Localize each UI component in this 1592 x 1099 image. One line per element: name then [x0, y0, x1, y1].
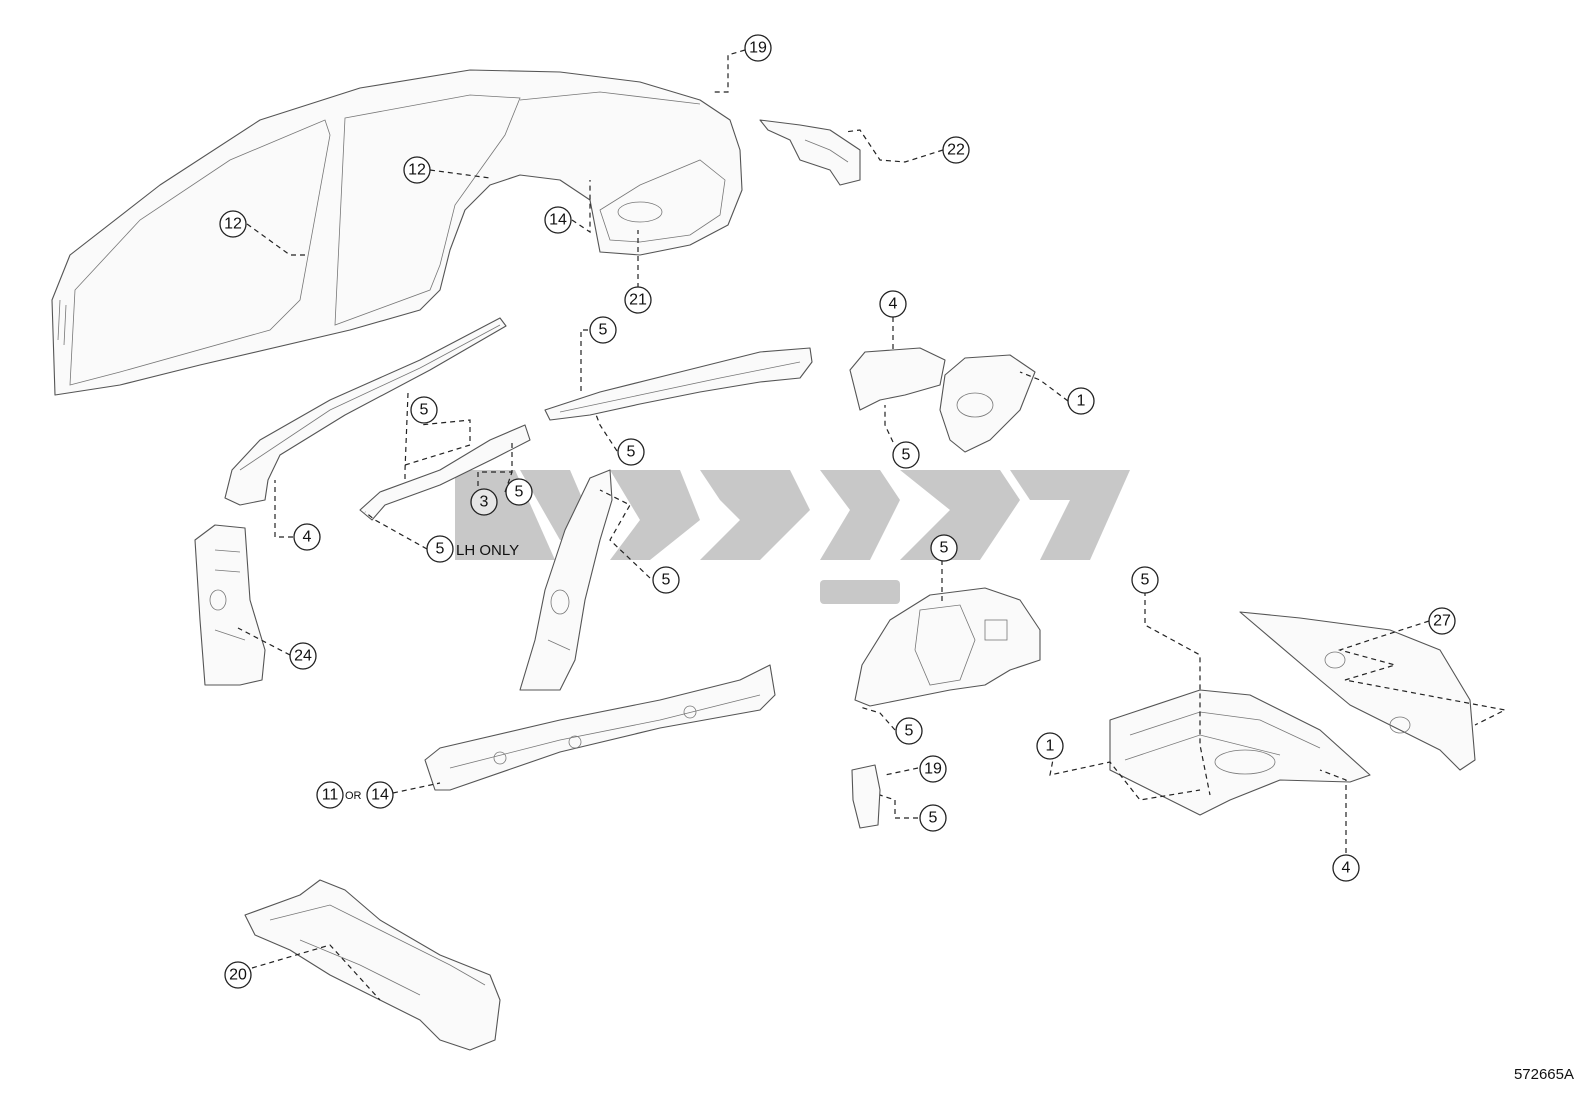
- callout-5-next-to-3: 5: [505, 478, 533, 506]
- or-note: OR: [345, 790, 362, 802]
- callout-5-roof-rear-bottom: 5: [617, 438, 645, 466]
- cowl-panel: [244, 879, 501, 1051]
- rocker-panel: [424, 664, 776, 791]
- package-tray-panel: [1239, 611, 1476, 771]
- callout-14-rocker: 14: [366, 781, 394, 809]
- callout-5-wheelhouse-top: 5: [930, 534, 958, 562]
- callout-label: 12: [224, 216, 242, 233]
- callout-label: 5: [1141, 572, 1150, 589]
- callout-label: 5: [436, 541, 445, 558]
- callout-19-bracket: 19: [919, 755, 947, 783]
- callout-label: 5: [902, 447, 911, 464]
- callout-label: 14: [371, 787, 389, 804]
- callout-label: 5: [515, 484, 524, 501]
- callout-label: 1: [1046, 738, 1055, 755]
- callout-5-lh-only: 5: [426, 535, 454, 563]
- callout-24: 24: [289, 642, 317, 670]
- callout-label: 4: [1342, 860, 1351, 877]
- callout-5-center-pillar: 5: [652, 566, 680, 594]
- small-bracket: [851, 764, 881, 829]
- callout-label: 14: [549, 212, 567, 229]
- callout-label: 5: [662, 572, 671, 589]
- rear-floor-panel: [1109, 689, 1371, 816]
- callout-label: 12: [408, 162, 426, 179]
- diagram-reference-code: 572665A: [1513, 1066, 1574, 1083]
- callout-1-floor: 1: [1036, 732, 1064, 760]
- quarter-inner-panel: [849, 347, 946, 411]
- callout-14-upper: 14: [544, 206, 572, 234]
- side-body-outer-panel: [51, 69, 743, 396]
- callout-label: 5: [940, 540, 949, 557]
- callout-label: 20: [229, 967, 247, 984]
- callout-4-quarter-top: 4: [879, 290, 907, 318]
- rear-wheelhouse-inner: [939, 354, 1036, 453]
- roof-rail-rear: [544, 347, 813, 421]
- callout-5-reinforcement: 5: [410, 396, 438, 424]
- center-pillar: [519, 469, 613, 691]
- callout-label: 3: [480, 494, 489, 511]
- callout-5-quarter-bottom: 5: [892, 441, 920, 469]
- lh-only-note: LH ONLY: [456, 542, 519, 559]
- callout-21: 21: [624, 286, 652, 314]
- roof-reinforcement-center: [359, 424, 531, 521]
- callout-4-roof-rail: 4: [293, 523, 321, 551]
- callout-label: 1: [1077, 393, 1086, 410]
- leader-lines: [237, 49, 1507, 1001]
- callout-12-upper: 12: [403, 156, 431, 184]
- callout-11: 11: [316, 781, 344, 809]
- callout-3: 3: [470, 488, 498, 516]
- callout-20: 20: [224, 961, 252, 989]
- callout-1-wheelhouse: 1: [1067, 387, 1095, 415]
- rear-wheelhouse-outer: [854, 587, 1041, 707]
- callout-label: 24: [294, 648, 312, 665]
- callout-label: 5: [599, 322, 608, 339]
- callout-5-bracket: 5: [919, 804, 947, 832]
- callout-label: 21: [629, 292, 647, 309]
- callout-label: 5: [420, 402, 429, 419]
- rear-pillar-upper-panel: [759, 119, 861, 186]
- callout-label: 5: [627, 444, 636, 461]
- callout-22: 22: [942, 136, 970, 164]
- callout-label: 4: [303, 529, 312, 546]
- front-pillar-lower: [194, 524, 266, 686]
- callout-label: 5: [905, 723, 914, 740]
- callout-5-floor-top: 5: [1131, 566, 1159, 594]
- callout-label: 22: [947, 142, 965, 159]
- callout-5-wheelhouse-bottom: 5: [895, 717, 923, 745]
- callout-label: 11: [322, 787, 339, 804]
- callout-label: 19: [924, 761, 942, 778]
- callout-label: 27: [1433, 613, 1451, 630]
- callout-label: 19: [749, 40, 767, 57]
- roof-side-rail: [224, 317, 507, 506]
- callout-12-lower: 12: [219, 210, 247, 238]
- callout-19-top: 19: [744, 34, 772, 62]
- callout-4-floor: 4: [1332, 854, 1360, 882]
- callout-5-roof-rear-top: 5: [589, 316, 617, 344]
- callout-27: 27: [1428, 607, 1456, 635]
- callout-label: 4: [889, 296, 898, 313]
- callout-label: 5: [929, 810, 938, 827]
